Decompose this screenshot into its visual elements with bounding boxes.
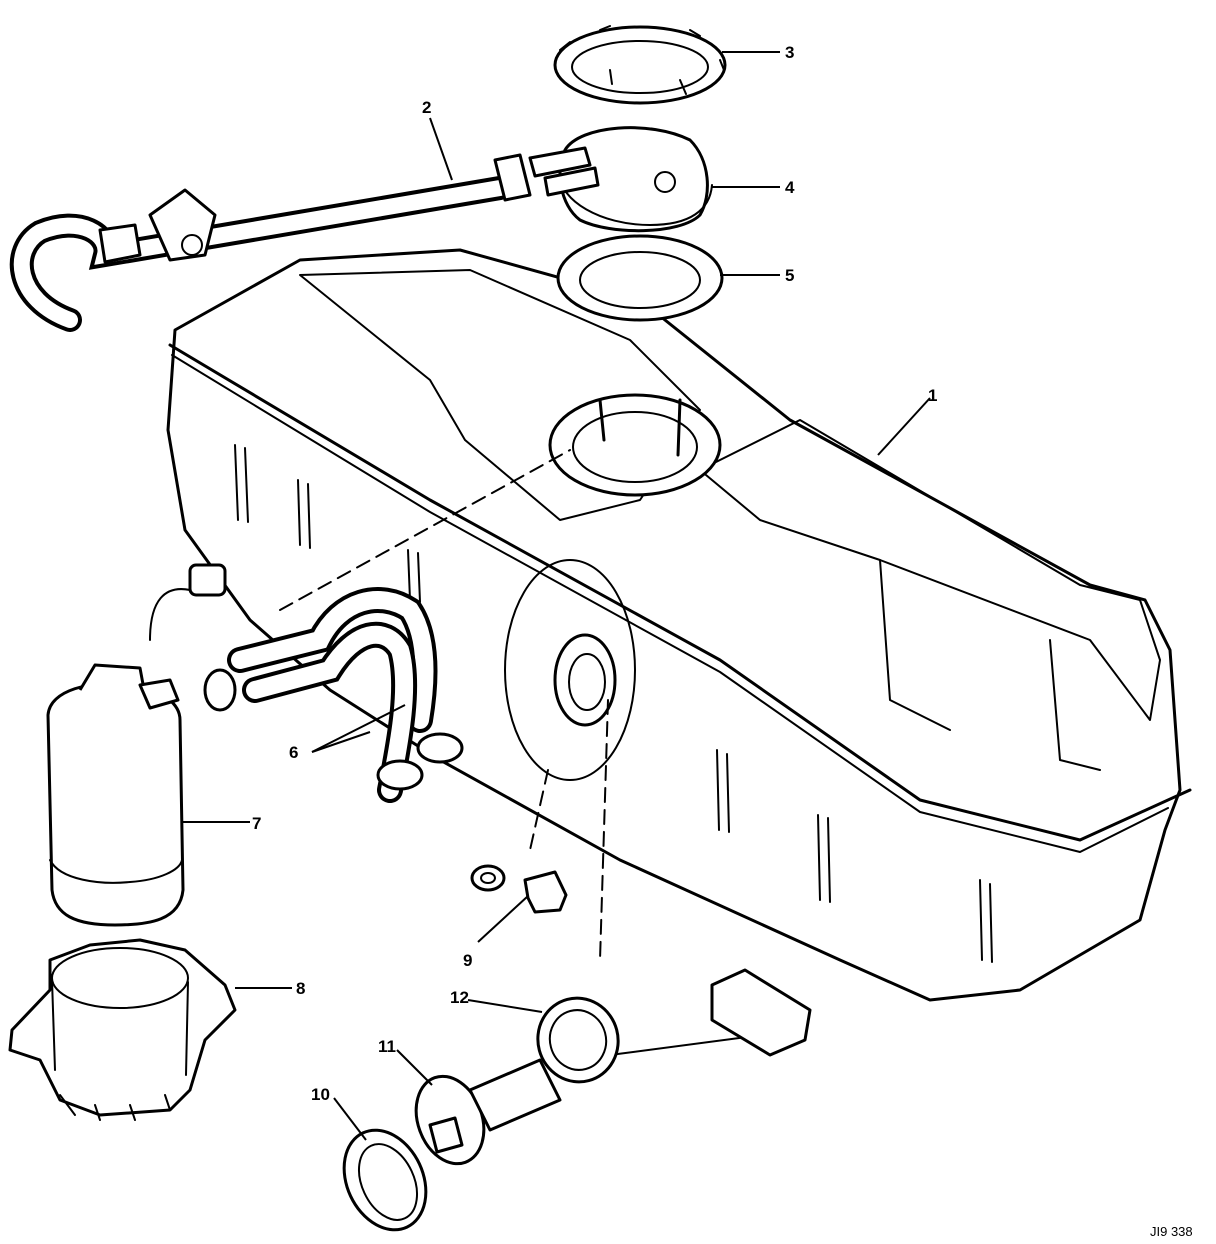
callout-5: 5 (785, 266, 794, 285)
fuel-tank (166, 248, 1192, 1002)
locking-ring (553, 25, 727, 105)
breather-hose (9, 153, 532, 332)
cover-plate (528, 126, 713, 233)
callout-12: 12 (450, 988, 469, 1007)
figure-reference-code: JI9 338 (1150, 1224, 1193, 1239)
seal-ring (556, 234, 724, 322)
callout-8: 8 (296, 979, 305, 998)
callout-2: 2 (422, 98, 431, 117)
callout-7: 7 (252, 814, 261, 833)
pump-hoses (203, 587, 464, 803)
callout-4: 4 (785, 178, 795, 197)
callout-9: 9 (463, 951, 472, 970)
pump-cradle (8, 938, 237, 1121)
callout-10: 10 (311, 1085, 330, 1104)
gauge-seal (536, 996, 620, 1084)
callout-3: 3 (785, 43, 794, 62)
leader-lines (183, 51, 931, 1141)
callout-6: 6 (289, 743, 298, 762)
fuel-pump (46, 563, 227, 927)
callout-11: 11 (378, 1037, 396, 1056)
assembly-lines (279, 449, 609, 961)
drain-plug (470, 864, 568, 914)
callouts: 1 2 3 4 5 6 7 8 9 10 11 12 (252, 43, 937, 1104)
gauge-tank-unit (414, 968, 812, 1166)
gauge-locking-ring (342, 1128, 428, 1232)
callout-1: 1 (928, 386, 937, 405)
